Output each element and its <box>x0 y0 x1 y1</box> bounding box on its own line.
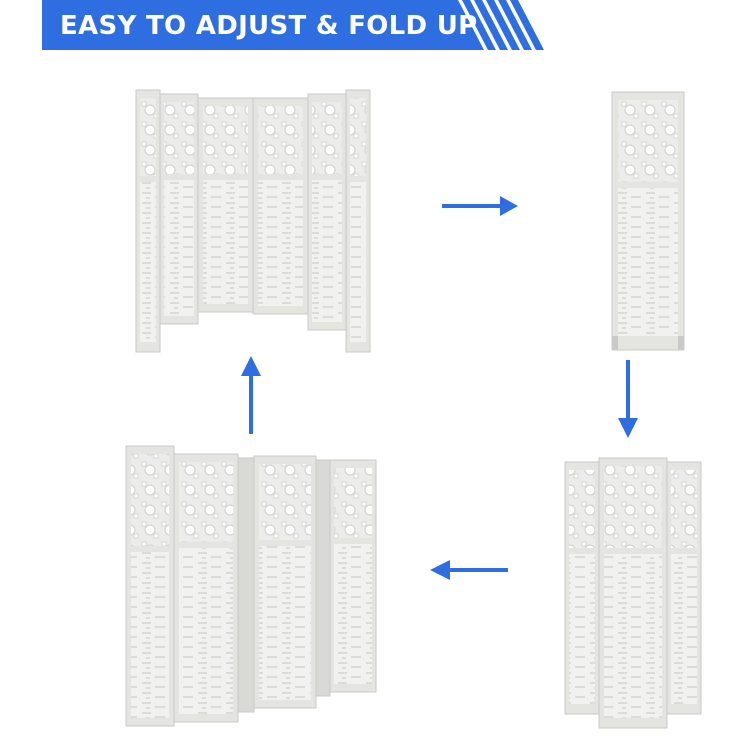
screen-panel <box>173 453 239 723</box>
screen-panel <box>315 459 331 697</box>
screen-panel <box>252 97 309 315</box>
arrow-left-icon <box>430 560 508 580</box>
arrow-right-icon <box>442 196 518 216</box>
screen-panel <box>159 93 199 325</box>
screen-panel <box>237 457 255 713</box>
screen-panel <box>197 97 254 313</box>
arrow-down-icon <box>618 360 638 438</box>
arrow-up-icon <box>241 356 261 434</box>
screen-panel <box>666 461 702 715</box>
six-panel-screen-curved <box>135 89 371 353</box>
header-banner <box>42 0 544 50</box>
screen-panel <box>329 459 377 693</box>
six-panel-screen-zigzag <box>125 445 377 727</box>
banner-stripes-decoration <box>462 0 544 50</box>
banner-background <box>42 0 484 50</box>
screen-panel <box>307 93 347 331</box>
screen-panel <box>253 455 317 709</box>
screen-panel <box>125 445 175 727</box>
three-panel-screen-zigzag <box>564 457 702 729</box>
screen-panel <box>135 89 161 353</box>
screen-panel <box>598 457 668 729</box>
banner-headline: EASY TO ADJUST & FOLD UP <box>60 11 478 41</box>
screen-fully-folded <box>611 91 685 351</box>
screen-panel <box>345 89 371 353</box>
screen-panel <box>564 461 600 715</box>
